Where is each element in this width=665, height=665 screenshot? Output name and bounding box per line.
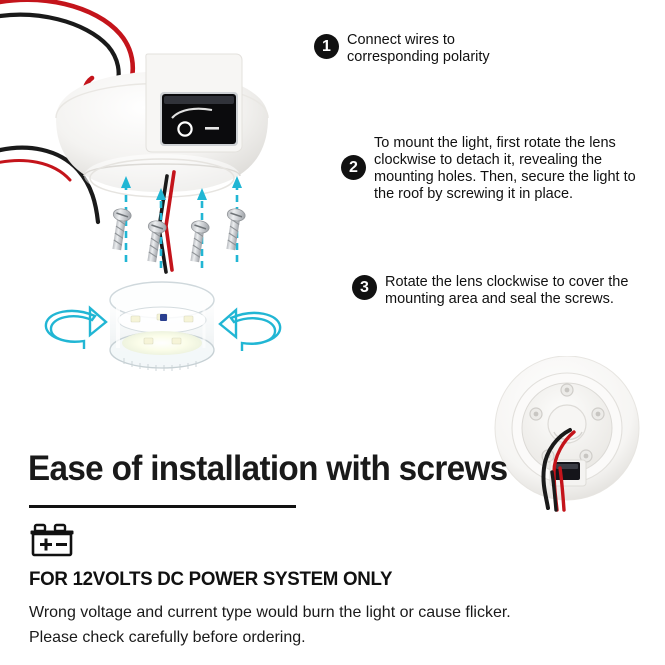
voltage-warning-title: FOR 12VOLTS DC POWER SYSTEM ONLY xyxy=(29,568,393,590)
instruction-step-2: 2 To mount the light, first rotate the l… xyxy=(341,135,636,203)
step-1-text: Connect wires to corresponding polarity xyxy=(347,32,490,65)
product-assembly-illustration xyxy=(0,0,340,400)
step-3-text: Rotate the lens clockwise to cover the m… xyxy=(385,274,629,307)
rotate-arrow-left-icon xyxy=(44,305,108,349)
battery-icon-svg xyxy=(30,523,74,557)
step-3-badge: 3 xyxy=(352,275,377,300)
title-divider xyxy=(29,505,296,508)
step-1-badge: 1 xyxy=(314,34,339,59)
rotate-arrow-right-icon xyxy=(218,307,282,351)
inset-wires xyxy=(541,428,576,512)
instruction-step-1: 1 Connect wires to corresponding polarit… xyxy=(314,32,490,66)
led-lens-puck xyxy=(109,281,215,371)
assembly-diagram-svg xyxy=(0,0,282,371)
mounting-screws xyxy=(112,208,246,263)
upward-assembly-arrowhead xyxy=(121,176,242,200)
battery-icon xyxy=(29,523,75,557)
step-2-badge: 2 xyxy=(341,155,366,180)
mounting-plate-svg xyxy=(494,355,640,512)
dome-light-base xyxy=(55,53,269,198)
rocker-switch-icon xyxy=(160,92,238,146)
voltage-warning-body: Wrong voltage and current type would bur… xyxy=(29,604,511,646)
step-2-text: To mount the light, first rotate the len… xyxy=(374,135,636,202)
page-title: Ease of installation with screws xyxy=(28,449,508,488)
instruction-step-3: 3 Rotate the lens clockwise to cover the… xyxy=(352,274,629,308)
mounting-plate-top-view xyxy=(488,355,646,514)
